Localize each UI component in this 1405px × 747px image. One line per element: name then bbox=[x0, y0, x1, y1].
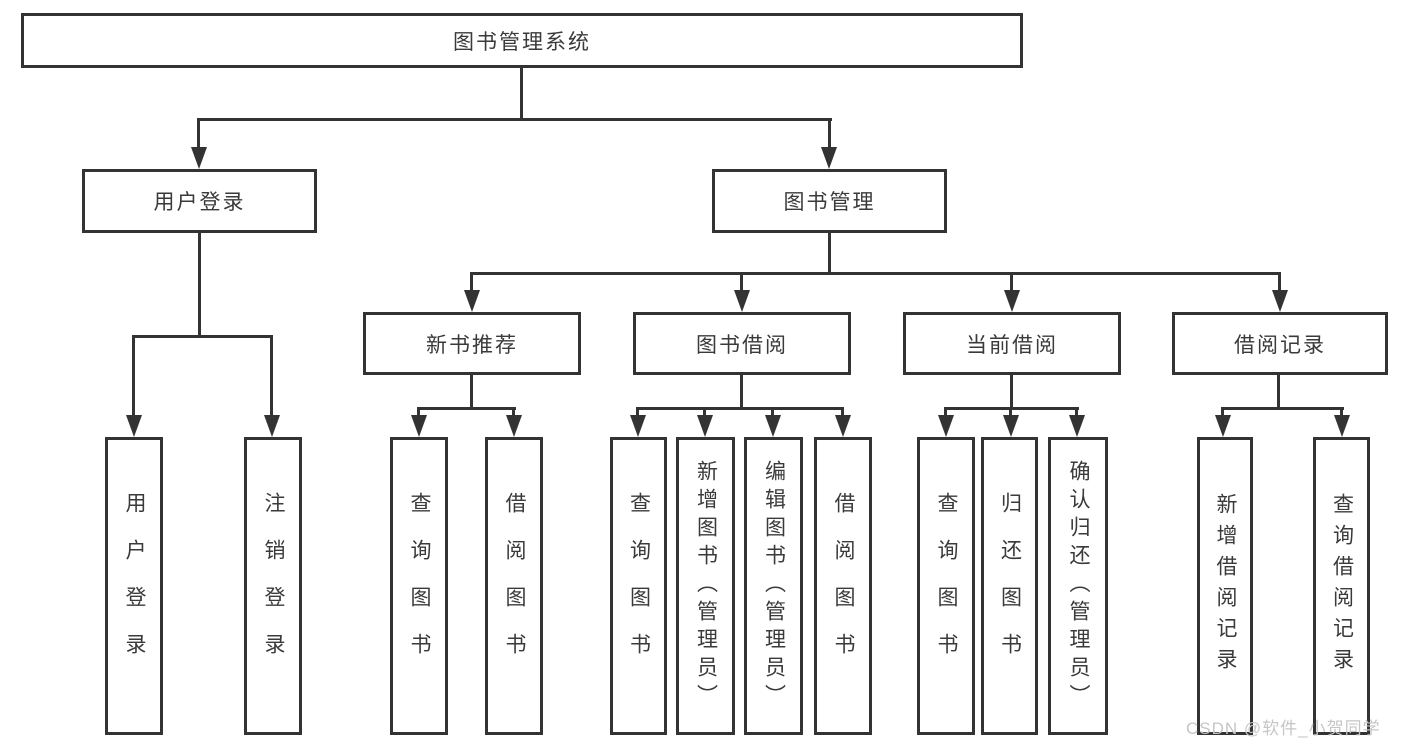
node-book-management-label: 图书管理 bbox=[783, 191, 876, 214]
connector-leaf-stem bbox=[944, 407, 947, 421]
node-borrowing-records-label: 借阅记录 bbox=[1234, 333, 1326, 357]
connector-leaf-user-login-stem bbox=[132, 335, 135, 419]
connector-user-login-down bbox=[198, 233, 201, 338]
leaf-add-books-admin: 新增图书（管理员） bbox=[676, 437, 735, 735]
node-new-book-recommend-label: 新书推荐 bbox=[426, 333, 518, 357]
node-book-management: 图书管理 bbox=[712, 169, 947, 233]
arrow-down-icon bbox=[697, 415, 713, 437]
leaf-edit-books-admin: 编辑图书（管理员） bbox=[744, 437, 803, 735]
arrow-down-icon bbox=[1215, 415, 1231, 437]
arrow-down-icon bbox=[126, 415, 142, 437]
csdn-watermark: CSDN @软件_小贺同学 bbox=[1186, 719, 1381, 738]
arrow-down-icon bbox=[191, 147, 207, 169]
connector-leaf-stem bbox=[1340, 407, 1343, 421]
leaf-return-books-label: 归还图书 bbox=[998, 492, 1022, 680]
node-current-borrowing-label: 当前借阅 bbox=[966, 333, 1058, 357]
connector-leaf-stem bbox=[417, 407, 420, 421]
leaf-add-borrow-record: 新增借阅记录 bbox=[1197, 437, 1253, 735]
connector-borrowing-records-down bbox=[1277, 375, 1280, 410]
connector-book-management-rail bbox=[470, 272, 1281, 275]
connector-leaf-logout-stem bbox=[270, 335, 273, 419]
connector-leaf-stem bbox=[841, 407, 844, 421]
arrow-down-icon bbox=[1069, 415, 1085, 437]
node-new-book-recommend: 新书推荐 bbox=[363, 312, 581, 375]
connector-book-borrowing-down bbox=[740, 375, 743, 410]
connector-leaf-stem bbox=[512, 407, 515, 421]
arrow-down-icon bbox=[464, 290, 480, 312]
node-user-login-label: 用户登录 bbox=[153, 191, 246, 214]
connector-current-borrowing-down bbox=[1010, 375, 1013, 410]
arrow-down-icon bbox=[411, 415, 427, 437]
arrow-down-icon bbox=[835, 415, 851, 437]
connector-user-login-stem bbox=[197, 118, 200, 150]
arrow-down-icon bbox=[765, 415, 781, 437]
node-book-borrowing: 图书借阅 bbox=[633, 312, 851, 375]
connector-new-book-recommend-down bbox=[470, 375, 473, 410]
leaf-query-books-borrowing-label: 查询图书 bbox=[627, 492, 651, 680]
node-user-login: 用户登录 bbox=[82, 169, 317, 233]
connector-new-book-recommend-rail bbox=[417, 407, 516, 410]
connector-book-borrowing-stem bbox=[740, 272, 743, 294]
node-book-borrowing-label: 图书借阅 bbox=[696, 333, 788, 357]
leaf-confirm-return-admin-label: 确认归还（管理员） bbox=[1067, 460, 1090, 712]
leaf-query-books-current-label: 查询图书 bbox=[935, 492, 958, 680]
leaf-user-login-label: 用户登录 bbox=[123, 492, 146, 680]
node-root: 图书管理系统 bbox=[21, 13, 1023, 68]
connector-leaf-stem bbox=[1075, 407, 1078, 421]
connector-leaf-stem bbox=[771, 407, 774, 421]
connector-book-borrowing-rail bbox=[636, 407, 844, 410]
leaf-confirm-return-admin: 确认归还（管理员） bbox=[1048, 437, 1108, 735]
leaf-query-books-recommend: 查询图书 bbox=[390, 437, 448, 735]
arrow-down-icon bbox=[1272, 290, 1288, 312]
leaf-user-login: 用户登录 bbox=[105, 437, 163, 735]
connector-new-book-recommend-stem bbox=[470, 272, 473, 294]
connector-root-rail bbox=[197, 118, 832, 121]
leaf-logout: 注销登录 bbox=[244, 437, 302, 735]
arrow-down-icon bbox=[1004, 290, 1020, 312]
arrow-down-icon bbox=[264, 415, 280, 437]
leaf-add-borrow-record-label: 新增借阅记录 bbox=[1214, 493, 1237, 679]
connector-borrowing-records-rail bbox=[1221, 407, 1344, 410]
leaf-borrow-books-recommend-label: 借阅图书 bbox=[503, 492, 526, 680]
leaf-borrow-books: 借阅图书 bbox=[814, 437, 872, 735]
arrow-down-icon bbox=[938, 415, 954, 437]
leaf-return-books: 归还图书 bbox=[981, 437, 1038, 735]
leaf-borrow-books-label: 借阅图书 bbox=[832, 492, 855, 680]
connector-borrowing-records-stem bbox=[1278, 272, 1281, 294]
connector-book-management-down bbox=[828, 233, 831, 275]
connector-leaf-stem bbox=[1221, 407, 1224, 421]
connector-book-management-stem bbox=[828, 118, 831, 150]
connector-user-login-rail bbox=[132, 335, 273, 338]
node-current-borrowing: 当前借阅 bbox=[903, 312, 1121, 375]
arrow-down-icon bbox=[1003, 415, 1019, 437]
leaf-query-borrow-record: 查询借阅记录 bbox=[1313, 437, 1370, 735]
leaf-query-books-current: 查询图书 bbox=[917, 437, 975, 735]
connector-leaf-stem bbox=[703, 407, 706, 421]
leaf-add-books-admin-label: 新增图书（管理员） bbox=[694, 460, 718, 712]
node-borrowing-records: 借阅记录 bbox=[1172, 312, 1388, 375]
connector-leaf-stem bbox=[1009, 407, 1012, 421]
leaf-query-books-borrowing: 查询图书 bbox=[610, 437, 667, 735]
leaf-query-borrow-record-label: 查询借阅记录 bbox=[1330, 493, 1354, 679]
arrow-down-icon bbox=[734, 290, 750, 312]
leaf-edit-books-admin-label: 编辑图书（管理员） bbox=[762, 460, 786, 712]
connector-leaf-stem bbox=[636, 407, 639, 421]
leaf-borrow-books-recommend: 借阅图书 bbox=[485, 437, 543, 735]
arrow-down-icon bbox=[821, 147, 837, 169]
node-root-label: 图书管理系统 bbox=[453, 30, 591, 54]
connector-current-borrowing-stem bbox=[1010, 272, 1013, 294]
arrow-down-icon bbox=[1334, 415, 1350, 437]
connector-root-stem bbox=[520, 68, 523, 121]
arrow-down-icon bbox=[506, 415, 522, 437]
arrow-down-icon bbox=[630, 415, 646, 437]
leaf-query-books-recommend-label: 查询图书 bbox=[408, 492, 431, 680]
leaf-logout-label: 注销登录 bbox=[262, 492, 285, 680]
